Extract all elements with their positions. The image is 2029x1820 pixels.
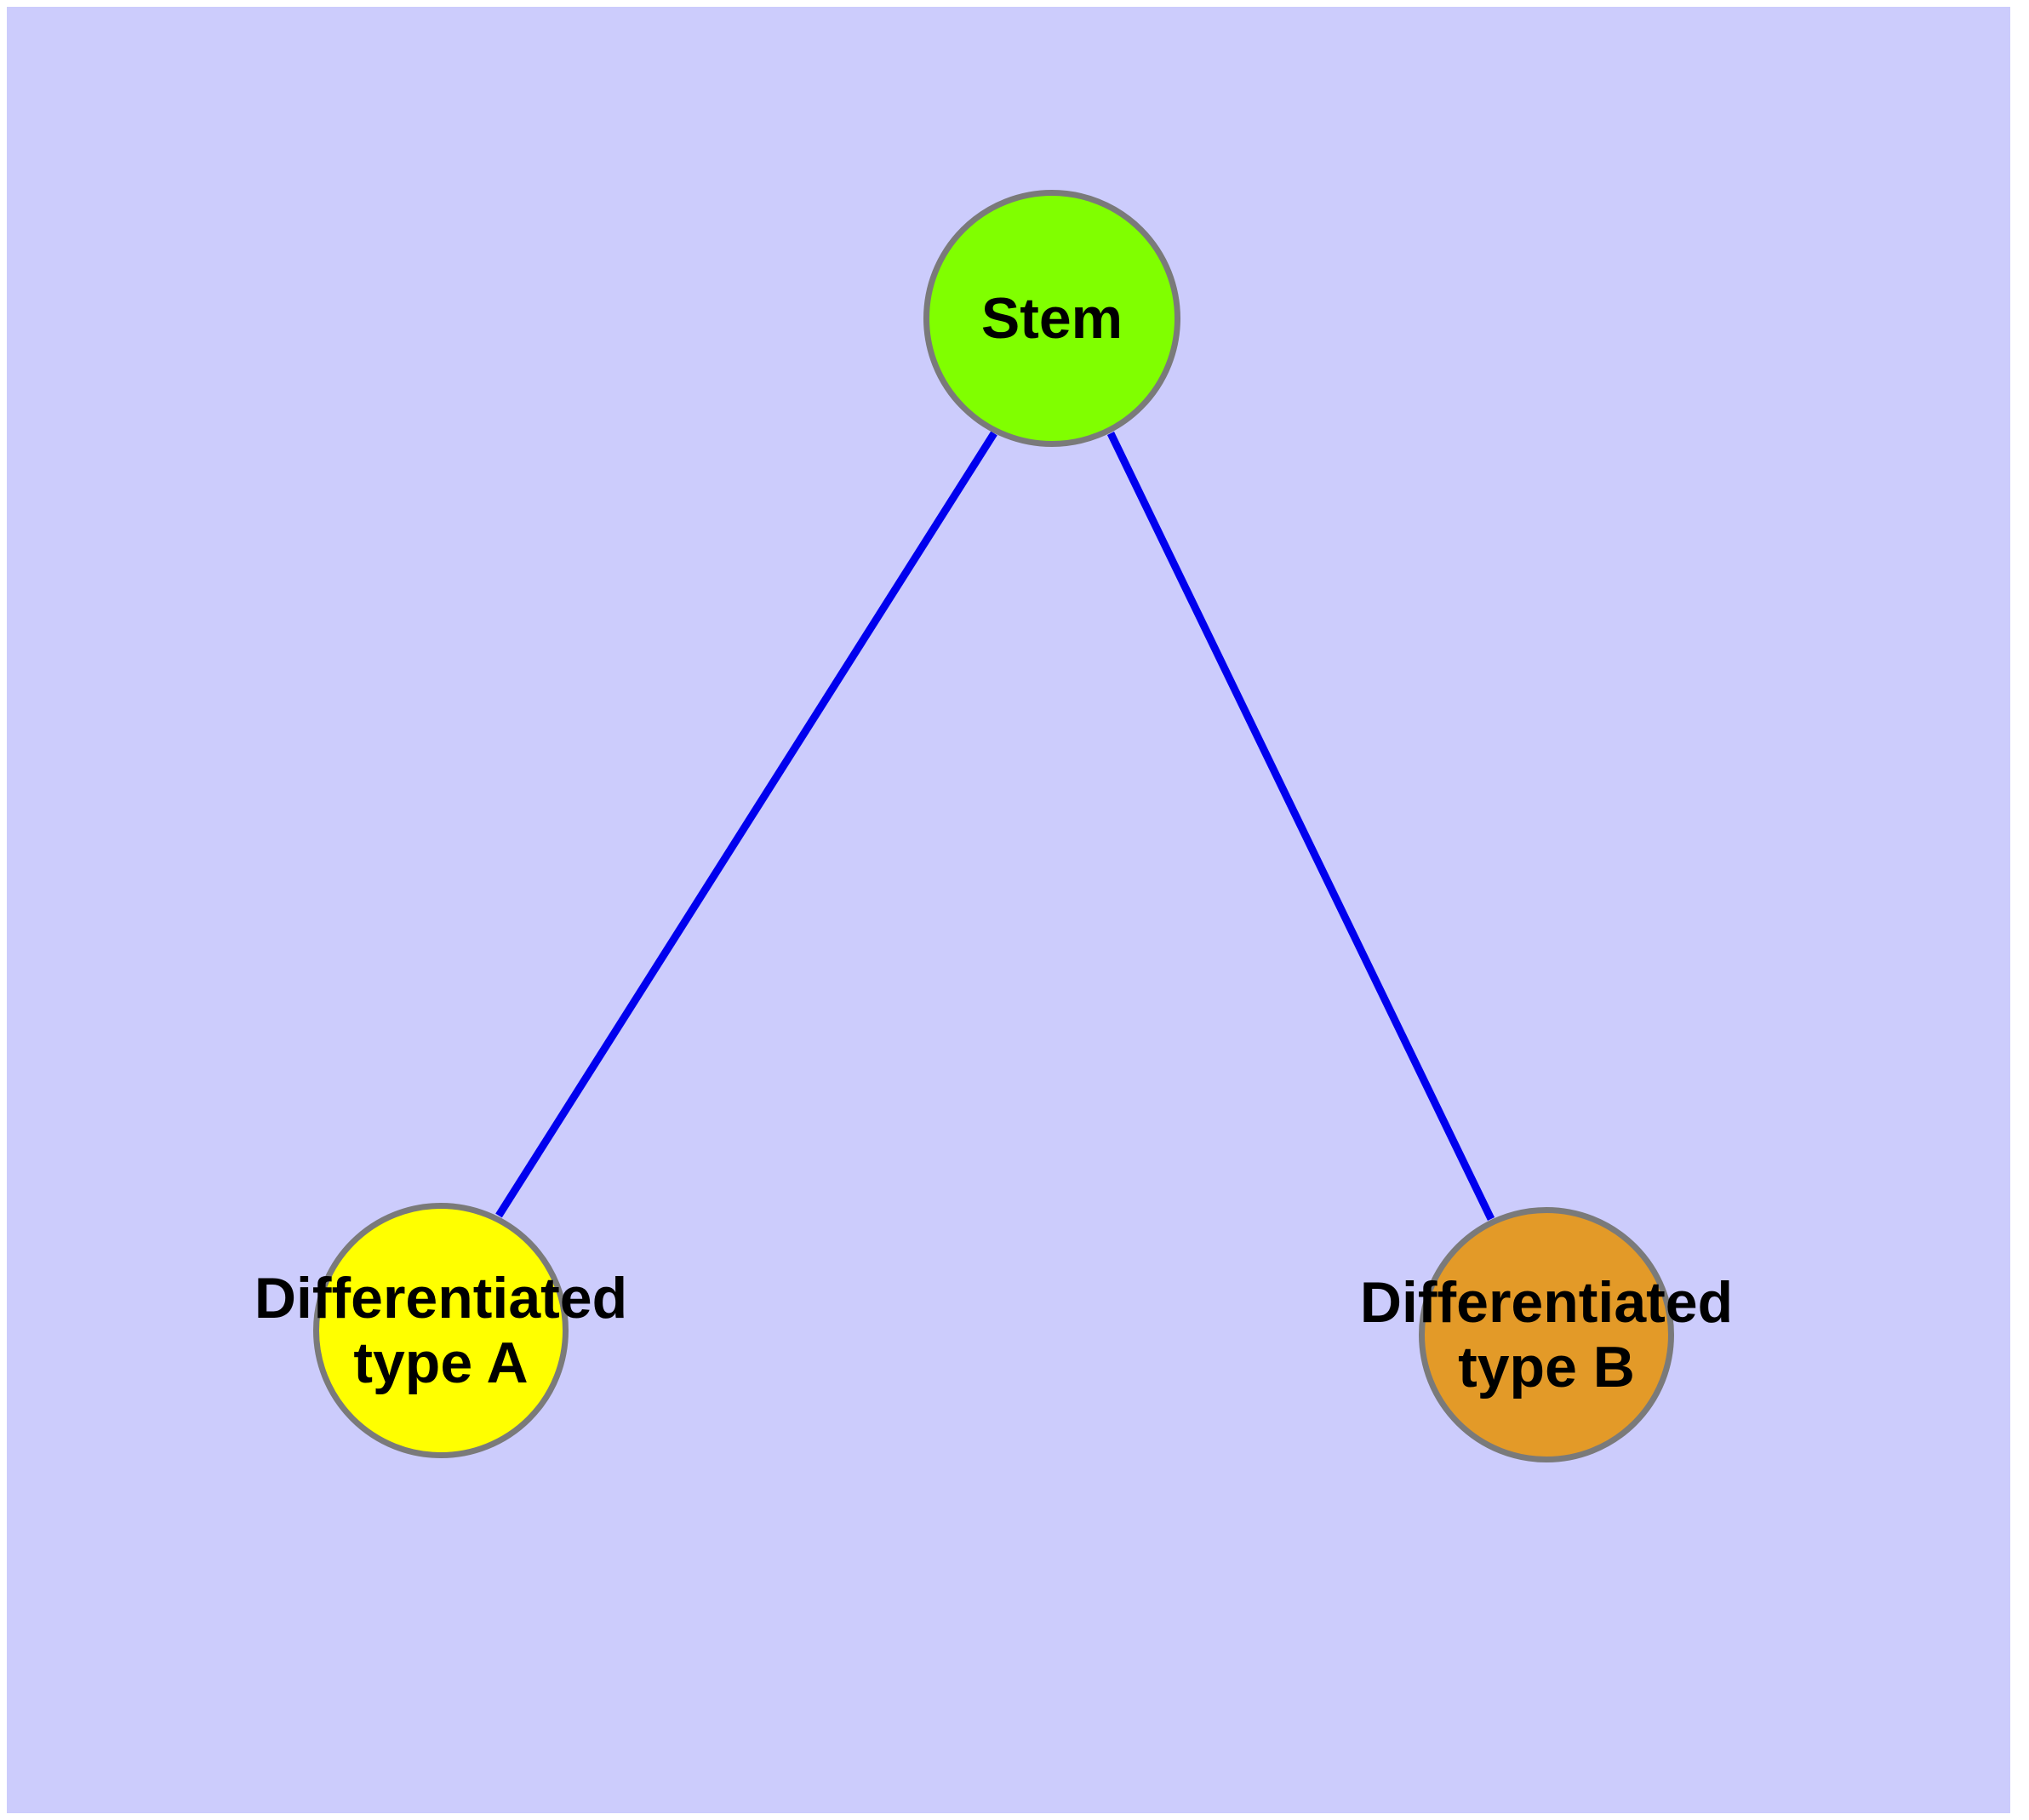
node-layer <box>313 190 1674 1462</box>
node-circle-differentiated-type-b[interactable] <box>1419 1207 1674 1462</box>
node-circle-stem[interactable] <box>923 190 1180 447</box>
edge-layer <box>495 431 1495 1221</box>
node-circle-differentiated-type-a[interactable] <box>313 1203 569 1458</box>
edge-stem-to-type-a <box>495 431 997 1218</box>
edge-stem-to-type-b <box>1106 432 1495 1221</box>
